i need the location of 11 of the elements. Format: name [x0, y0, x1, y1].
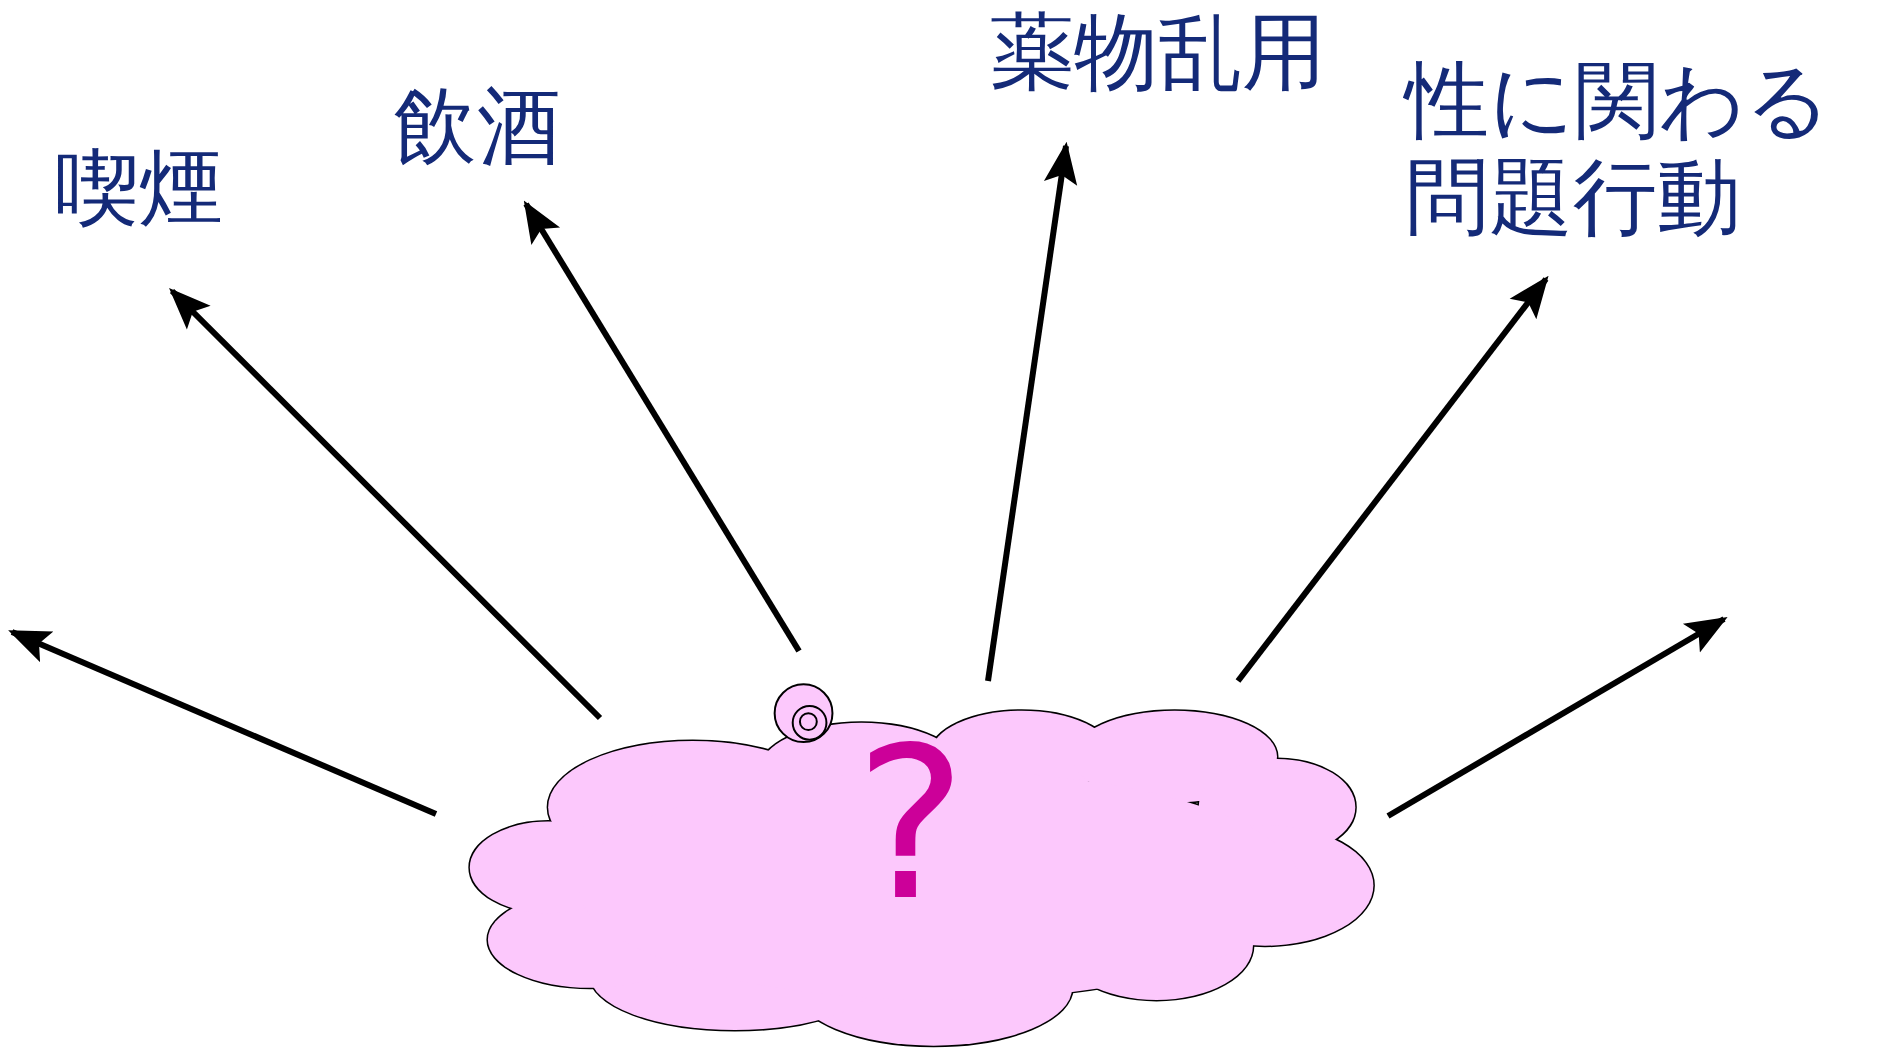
- arrow: [523, 200, 802, 653]
- arrow: [8, 629, 438, 817]
- arrow: [169, 288, 603, 721]
- behavior-label: 喫煙: [55, 140, 223, 237]
- behavior-label: 性に関わる問題行動: [1405, 52, 1832, 246]
- behavior-label: 飲酒: [393, 78, 561, 175]
- behavior-label: 薬物乱用: [990, 4, 1326, 101]
- question-mark: ?: [855, 720, 967, 930]
- arrow: [1386, 616, 1728, 819]
- arrow: [985, 141, 1078, 682]
- arrow: [1235, 275, 1549, 683]
